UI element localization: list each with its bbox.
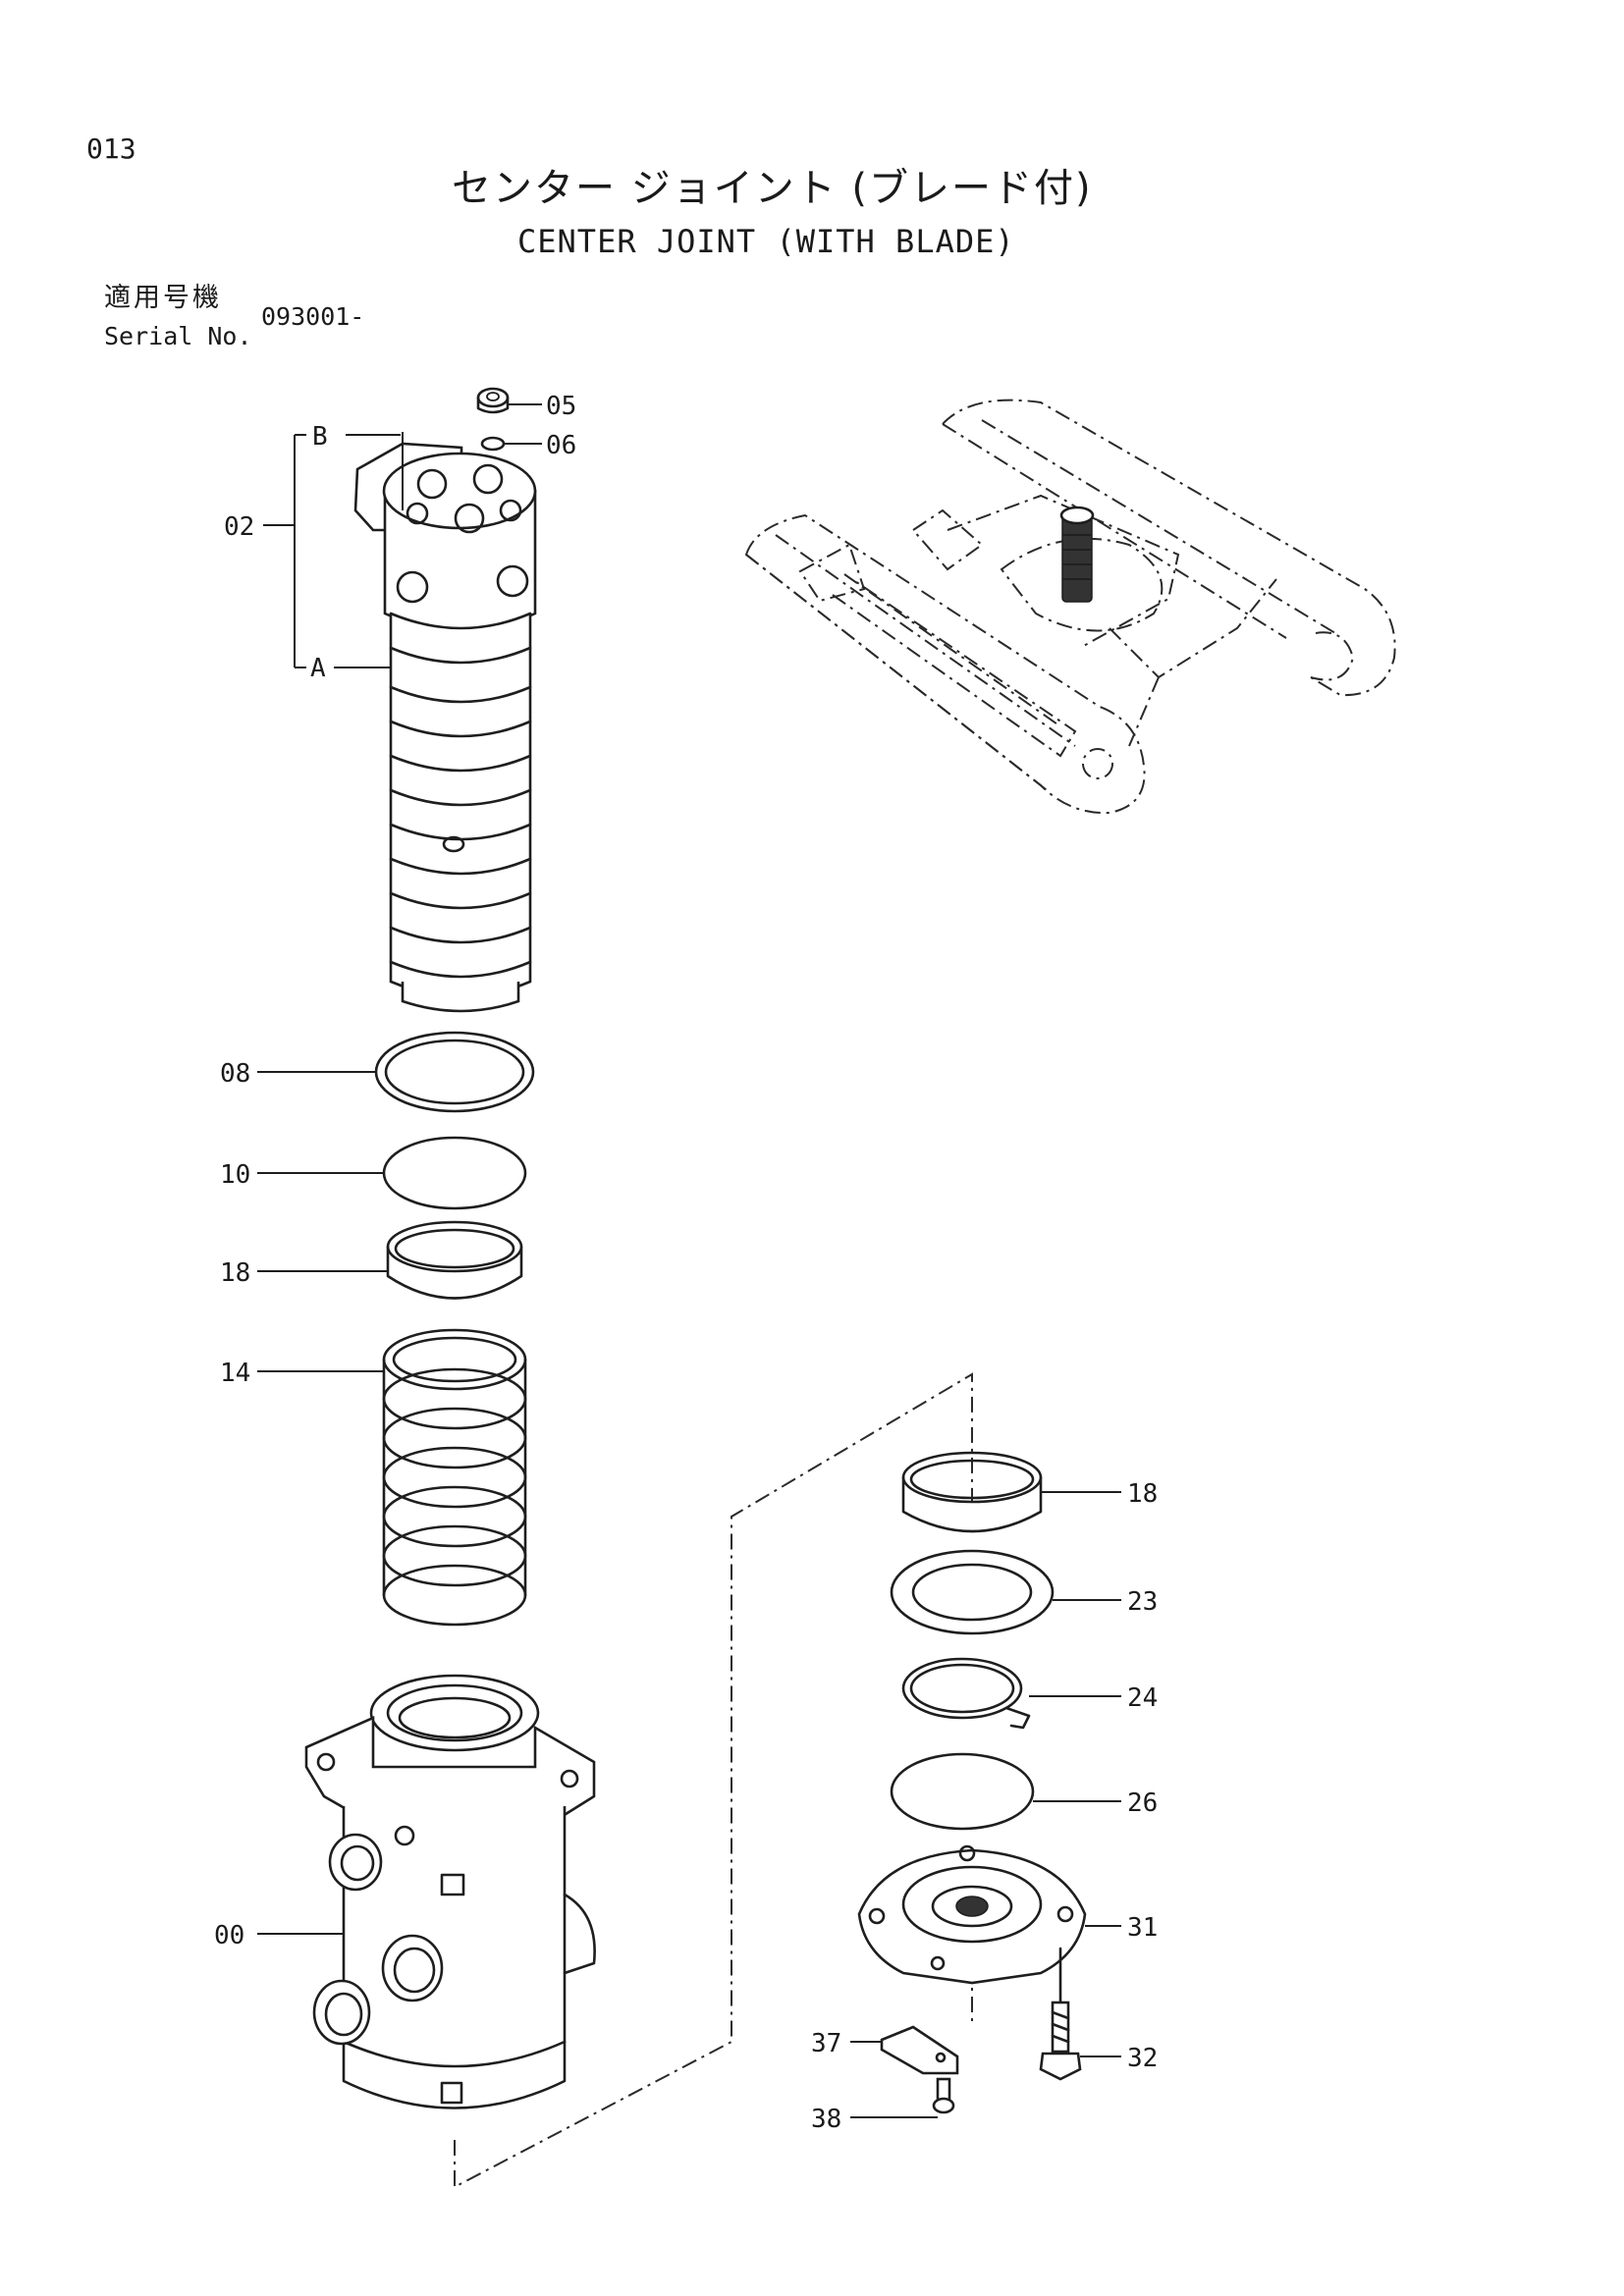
part-08-ring [374,1031,535,1113]
callout-08: 08 [220,1059,251,1089]
callout-14: 14 [220,1359,251,1388]
callout-18-left: 18 [220,1258,251,1288]
part-10-disc [382,1136,527,1210]
callout-24: 24 [1127,1683,1159,1713]
callout-23: 23 [1127,1587,1159,1617]
callout-32: 32 [1127,2044,1159,2073]
callout-18-right: 18 [1127,1479,1159,1509]
part-00-port-lower [312,1934,444,2046]
part-05-plug [476,387,510,414]
part-06-oring [480,436,506,452]
leader-lines [257,403,1121,2118]
part-31-cover [857,1844,1087,1985]
part-18-bushing-right [901,1451,1043,1533]
part-24-snap-ring [901,1657,1031,1730]
callout-00: 00 [214,1921,245,1950]
part-02-bracket [263,432,404,668]
callout-B: B [312,422,328,452]
serial-number: 093001- [261,302,365,331]
page-number: 013 [86,133,136,165]
callout-06: 06 [546,431,577,460]
part-23-thrust-plate [890,1549,1055,1635]
callout-A: A [310,654,326,683]
callout-05: 05 [546,392,577,421]
part-00-port-upper [328,1825,415,1892]
part-38-screw [932,2077,955,2114]
callout-38: 38 [811,2105,842,2134]
part-18-bushing-left [386,1220,523,1300]
serial-label-english: Serial No. [104,322,252,350]
part-26-disc [890,1752,1035,1831]
callout-10: 10 [220,1160,251,1190]
part-00-body [304,1674,596,2109]
part-37-lock-plate [880,2025,959,2075]
callout-26: 26 [1127,1789,1159,1818]
part-32-bolt [1039,1947,1082,2081]
undercarriage-overview [744,399,1396,815]
title-english: CENTER JOINT (WITH BLADE) [517,223,1015,260]
serial-label-japanese: 適用号機 [104,283,222,313]
title-japanese: センター ジョイント (ブレード付) [452,166,1093,211]
callout-37: 37 [811,2029,842,2058]
callout-31: 31 [1127,1913,1159,1943]
callout-02: 02 [224,512,255,542]
part-02-spindle [353,442,537,1013]
part-14-seal-stack [382,1328,527,1627]
